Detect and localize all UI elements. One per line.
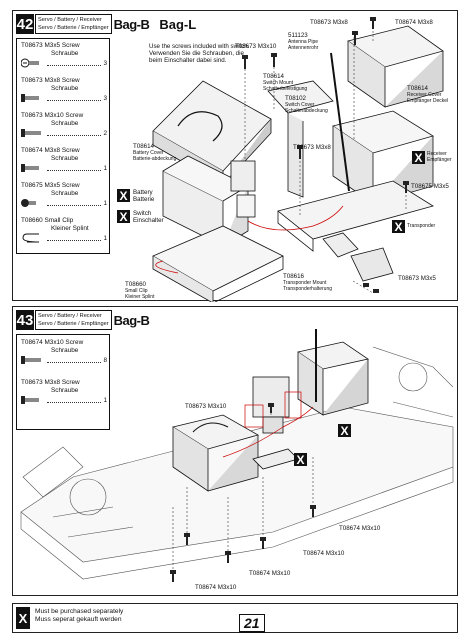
x-mark: X	[294, 453, 307, 467]
part-item: T08674 M3x10 Screw Schraube 8	[21, 339, 107, 364]
assembly-diagram-42	[152, 17, 444, 302]
callout-m3x10: T08673 M3x10	[235, 43, 277, 50]
callout-t08674-m3x8: T08674 M3x8	[395, 19, 433, 26]
parts-list: T08674 M3x10 Screw Schraube 8 T08673 M3x…	[16, 334, 110, 430]
callout-m3x10-top: T08673 M3x10	[185, 403, 227, 410]
screw-icon	[21, 396, 39, 404]
x-legend-icon: X	[16, 607, 30, 629]
callout-m3x8-mid: T08673 M3x8	[293, 144, 331, 151]
part-item: T08673 M3x8 Screw Schraube 1	[21, 379, 107, 404]
part-item: T08673 M3x5 Screw Schraube 3	[21, 42, 107, 68]
x-mark: X	[338, 424, 351, 438]
step-42-panel: 42 Servo / Battery / Receiver Servo / Ba…	[12, 10, 458, 302]
step-42-header: 42 Servo / Battery / Receiver Servo / Ba…	[16, 14, 196, 34]
x-mark-battery: X	[117, 189, 130, 203]
step-43-header: 43 Servo / Battery / Receiver Servo / Ba…	[16, 310, 150, 330]
bag-label: Bag-B	[113, 312, 150, 328]
callout-m3x10-bottom2: T08674 M3x10	[195, 584, 237, 591]
x-label-transponder: Transponder	[407, 223, 436, 229]
part-item: T08673 M3x10 Screw Schraube 2	[21, 112, 107, 137]
callout-antenna-pipe: 511123 Antenna Pipe Antennenrohr	[288, 32, 319, 51]
screw-icon	[21, 129, 41, 137]
callout-m3x8-top: T08673 M3x8	[310, 19, 348, 26]
callout-transponder-mount: T08616 Transponder Mount Transponderhalt…	[283, 273, 333, 292]
screw-icon	[21, 94, 39, 102]
step-label: Servo / Battery / Receiver Servo / Batte…	[35, 14, 112, 34]
part-item: T08674 M3x8 Screw Schraube 1	[21, 147, 107, 172]
step-number: 43	[16, 310, 34, 330]
step-43-panel: 43 Servo / Battery / Receiver Servo / Ba…	[12, 306, 458, 596]
x-mark-switch: X	[117, 210, 130, 224]
parts-list: T08673 M3x5 Screw Schraube 3 T08673 M3x8…	[16, 38, 110, 254]
callout-small-clip: T08660 Small Clip Kleiner Splint	[125, 281, 155, 300]
callout-m3x5-bottom: T08673 M3x5	[398, 275, 436, 282]
page-number: 21	[239, 614, 265, 633]
bag-label: Bag-B	[113, 16, 150, 32]
assembly-diagram-43	[20, 329, 454, 582]
screw-icon	[21, 199, 36, 207]
x-mark-receiver: X	[412, 151, 425, 165]
clip-icon	[22, 233, 40, 243]
callout-m3x10-bottom1: T08674 M3x10	[249, 570, 291, 577]
callout-receiver-cover: T08614 Receiver Cover Empfänger Deckel	[407, 85, 449, 104]
step-label: Servo / Battery / Receiver Servo / Batte…	[35, 310, 112, 330]
screw-icon	[21, 164, 39, 172]
step-number: 42	[16, 14, 34, 34]
callout-switch-cover: T08102 Switch Cover Schalterabdeckung	[285, 95, 328, 114]
x-legend-text: Must be purchased separately Muss sepera…	[35, 608, 124, 623]
bag-label-2: Bag-L	[159, 16, 197, 32]
part-item: T08660 Small Clip Kleiner Splint 1	[21, 217, 107, 243]
callout-battery-cover: T08614 Battery Cover Batterie-abdeckung	[133, 143, 177, 162]
callout-switch-mount: T08614 Switch Mount Schalterbefestigung	[263, 73, 308, 92]
x-mark-transponder: X	[392, 220, 405, 234]
part-item: T08673 M3x8 Screw Schraube 3	[21, 77, 107, 102]
callout-m3x10-right1: T08674 M3x10	[339, 525, 381, 532]
footer: X Must be purchased separately Muss sepe…	[12, 603, 458, 633]
screw-icon	[21, 356, 41, 364]
part-item: T08675 M3x5 Screw Schraube 1	[21, 182, 107, 207]
callout-t08675-m3x5: T08675 M3x5	[411, 183, 449, 190]
screw-note: Use the screws included with switch. Ver…	[149, 43, 250, 64]
callout-m3x10-right2: T08674 M3x10	[303, 550, 345, 557]
screw-icon	[21, 58, 39, 68]
